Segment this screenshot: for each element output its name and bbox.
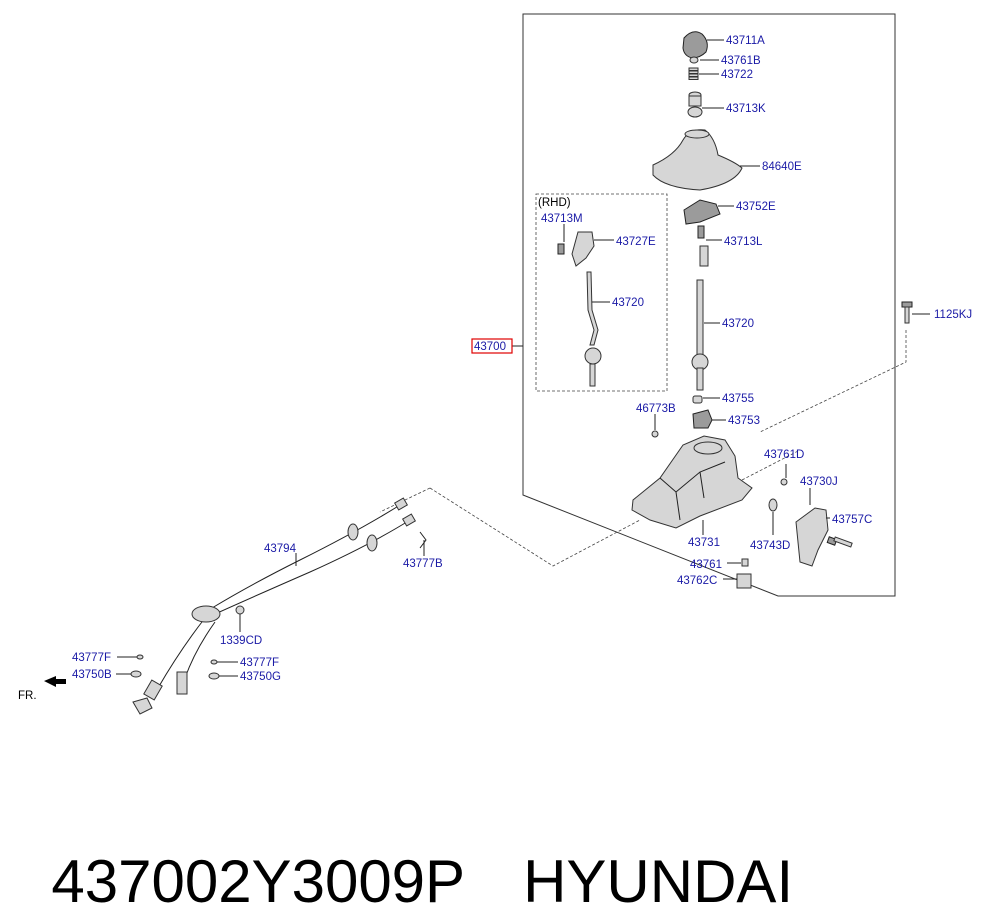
label-clip-f2: 43777F — [240, 657, 279, 669]
label-bolt-c: 43757C — [832, 514, 872, 526]
boot-top — [684, 129, 710, 139]
label-rhd-bracket: 43727E — [616, 236, 656, 248]
rhd-label: (RHD) — [538, 197, 571, 209]
bracket-icon — [683, 199, 721, 225]
stopper-icon — [780, 478, 788, 486]
rhd-box — [535, 193, 668, 392]
label-washer-b: 43750B — [72, 669, 112, 681]
stopper-2-icon — [741, 558, 749, 567]
label-bracket: 43752E — [736, 201, 776, 213]
ring-icon — [768, 498, 778, 512]
rhd-bracket-icon — [571, 231, 595, 267]
label-socket: 43753 — [728, 415, 760, 427]
cable-assembly-icon — [132, 497, 427, 715]
cable-guide-line — [429, 487, 641, 567]
label-bushing: 43755 — [722, 393, 754, 405]
socket-icon — [692, 409, 713, 429]
product-caption: 437002Y3009P HYUNDAI — [18, 762, 793, 915]
label-rhd-lever: 43720 — [612, 297, 644, 309]
assembly-frame — [522, 13, 896, 597]
housing-icon — [631, 435, 753, 529]
knob-base-icon — [687, 91, 703, 118]
part-number: 437002Y3009P — [51, 848, 466, 915]
cap-icon — [736, 573, 752, 589]
front-label: FR. — [18, 690, 37, 702]
label-clip: 43713L — [724, 236, 763, 248]
label-grommet: 1339CD — [220, 635, 262, 647]
label-spring: 43722 — [721, 69, 753, 81]
shift-knob-icon — [682, 31, 708, 59]
plate-icon — [795, 507, 829, 567]
lever-icon — [691, 279, 709, 391]
label-boot: 84640E — [762, 161, 802, 173]
clip-icon — [697, 225, 709, 267]
rhd-clip-icon — [557, 243, 565, 255]
label-clip-b: 43777B — [403, 558, 443, 570]
label-housing: 43731 — [688, 537, 720, 549]
label-stopper-2: 43761 — [690, 559, 722, 571]
assembly-label-box — [471, 338, 513, 354]
housing-detail — [659, 461, 726, 521]
assembly-label: 43700 — [474, 341, 506, 353]
bolt-top-icon — [901, 301, 913, 324]
rhd-lever-icon — [584, 271, 602, 387]
parts-diagram: FR. 43711A 43761B 43722 4371 — [18, 13, 972, 715]
label-ring: 43743D — [750, 540, 790, 552]
bolt-guide-line — [759, 330, 907, 433]
housing-top — [693, 441, 723, 455]
front-arrow-icon — [44, 676, 66, 687]
brand-name: HYUNDAI — [523, 848, 794, 915]
label-plate: 43730J — [800, 476, 838, 488]
label-stopper: 43761D — [764, 449, 804, 461]
ball-icon — [689, 56, 699, 64]
clip-f-icons — [130, 654, 220, 680]
bolt-c-icon — [826, 536, 853, 548]
label-knob-base: 43713K — [726, 103, 766, 115]
leader-lines — [116, 39, 930, 677]
label-knob: 43711A — [726, 35, 765, 47]
label-pin: 46773B — [636, 403, 676, 415]
label-cap: 43762C — [677, 575, 717, 587]
boot-icon — [652, 129, 743, 191]
pin-icon — [651, 430, 659, 438]
bushing-icon — [692, 395, 703, 404]
label-washer-g: 43750G — [240, 671, 281, 683]
bolt-c-guide — [741, 449, 801, 481]
label-bolt-top: 1125KJ — [934, 309, 972, 321]
label-cable-assy: 43794 — [264, 543, 297, 555]
label-rhd-clip: 43713M — [541, 213, 583, 225]
label-clip-f1: 43777F — [72, 652, 111, 664]
label-lever: 43720 — [722, 318, 754, 330]
spring-icon — [688, 67, 699, 80]
label-ball: 43761B — [721, 55, 761, 67]
